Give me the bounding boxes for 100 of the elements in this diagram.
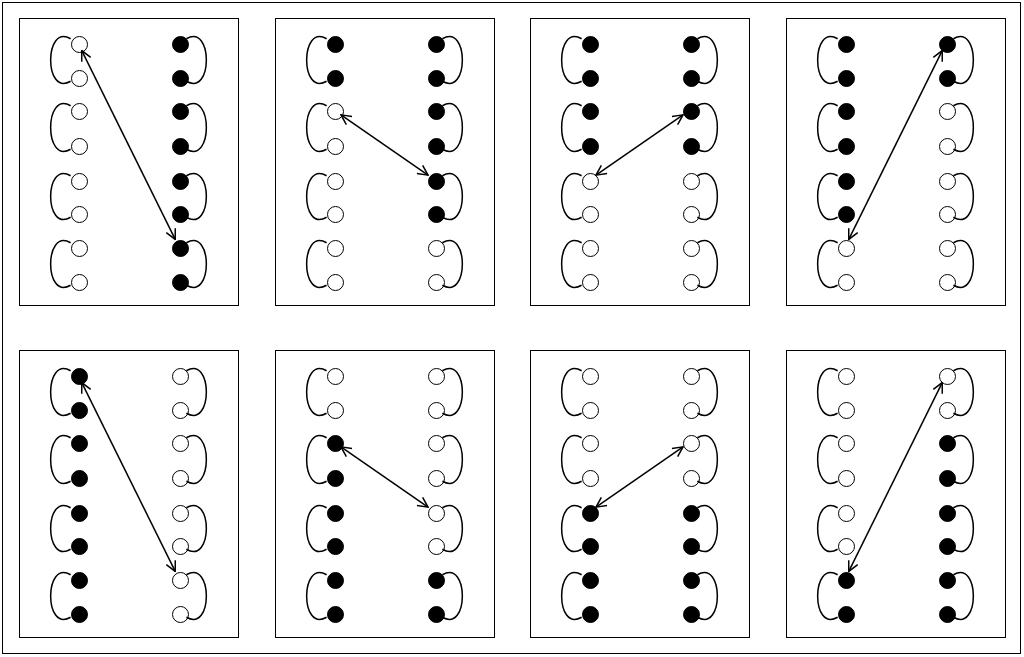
double-arrow [81, 381, 176, 573]
hollow-circle [938, 367, 956, 385]
hollow-circle [581, 401, 599, 419]
hollow-circle [427, 434, 445, 452]
connector-arc [49, 367, 72, 417]
filled-circle [171, 205, 189, 223]
hollow-circle [70, 35, 88, 53]
connector-arc [185, 434, 208, 485]
filled-circle [837, 69, 855, 87]
filled-circle [837, 571, 855, 589]
connector-arc [305, 571, 328, 621]
filled-circle [682, 35, 700, 53]
hollow-circle [938, 102, 956, 120]
connector-arc [305, 434, 328, 485]
connector-arc [696, 102, 719, 153]
hollow-circle [326, 102, 344, 120]
connector-arc [952, 102, 975, 153]
connector-arc [560, 571, 583, 621]
connector-arc [560, 367, 583, 417]
panel [19, 350, 239, 638]
filled-circle [682, 605, 700, 623]
hollow-circle [837, 434, 855, 452]
filled-circle [326, 469, 344, 487]
connector-arc [441, 434, 464, 485]
filled-circle [171, 137, 189, 155]
filled-circle [682, 504, 700, 522]
filled-circle [171, 239, 189, 257]
filled-circle [70, 571, 88, 589]
hollow-circle [326, 172, 344, 190]
connector-arc [816, 504, 839, 553]
connector-arc [560, 102, 583, 153]
filled-circle [682, 571, 700, 589]
hollow-circle [938, 401, 956, 419]
filled-circle [70, 469, 88, 487]
hollow-circle [682, 239, 700, 257]
connector-arc [560, 35, 583, 85]
filled-circle [581, 537, 599, 555]
hollow-circle [70, 239, 88, 257]
hollow-circle [581, 367, 599, 385]
filled-circle [171, 273, 189, 291]
connector-arc [816, 102, 839, 153]
hollow-circle [682, 205, 700, 223]
hollow-circle [427, 401, 445, 419]
double-arrow [595, 114, 684, 176]
filled-circle [427, 605, 445, 623]
hollow-circle [171, 469, 189, 487]
hollow-circle [837, 273, 855, 291]
panel [530, 350, 750, 638]
filled-circle [581, 571, 599, 589]
hollow-circle [682, 367, 700, 385]
hollow-circle [581, 273, 599, 291]
hollow-circle [837, 239, 855, 257]
connector-arc [49, 35, 72, 85]
hollow-circle [171, 537, 189, 555]
hollow-circle [326, 273, 344, 291]
hollow-circle [171, 571, 189, 589]
hollow-circle [581, 205, 599, 223]
filled-circle [171, 35, 189, 53]
filled-circle [581, 69, 599, 87]
connector-arc [305, 239, 328, 289]
filled-circle [581, 504, 599, 522]
hollow-circle [682, 469, 700, 487]
filled-circle [326, 537, 344, 555]
hollow-circle [427, 469, 445, 487]
hollow-circle [938, 273, 956, 291]
hollow-circle [837, 469, 855, 487]
connector-arc [816, 172, 839, 221]
filled-circle [837, 137, 855, 155]
hollow-circle [581, 434, 599, 452]
connector-arc [185, 102, 208, 153]
filled-circle [427, 35, 445, 53]
hollow-circle [427, 367, 445, 385]
connector-arc [441, 102, 464, 153]
hollow-circle [70, 137, 88, 155]
filled-circle [171, 102, 189, 120]
hollow-circle [326, 367, 344, 385]
double-arrow [848, 381, 943, 573]
filled-circle [938, 537, 956, 555]
filled-circle [70, 367, 88, 385]
connector-arc [305, 102, 328, 153]
filled-circle [581, 605, 599, 623]
hollow-circle [70, 205, 88, 223]
filled-circle [682, 537, 700, 555]
connector-arc [816, 434, 839, 485]
connector-arc [560, 239, 583, 289]
panel [786, 18, 1006, 306]
connector-arc [305, 35, 328, 85]
connector-arc [816, 239, 839, 289]
hollow-circle [70, 69, 88, 87]
hollow-circle [70, 102, 88, 120]
hollow-circle [682, 172, 700, 190]
hollow-circle [682, 401, 700, 419]
filled-circle [682, 137, 700, 155]
hollow-circle [171, 434, 189, 452]
hollow-circle [171, 605, 189, 623]
connector-arc [49, 239, 72, 289]
filled-circle [326, 69, 344, 87]
panel [786, 350, 1006, 638]
filled-circle [938, 571, 956, 589]
panel [530, 18, 750, 306]
